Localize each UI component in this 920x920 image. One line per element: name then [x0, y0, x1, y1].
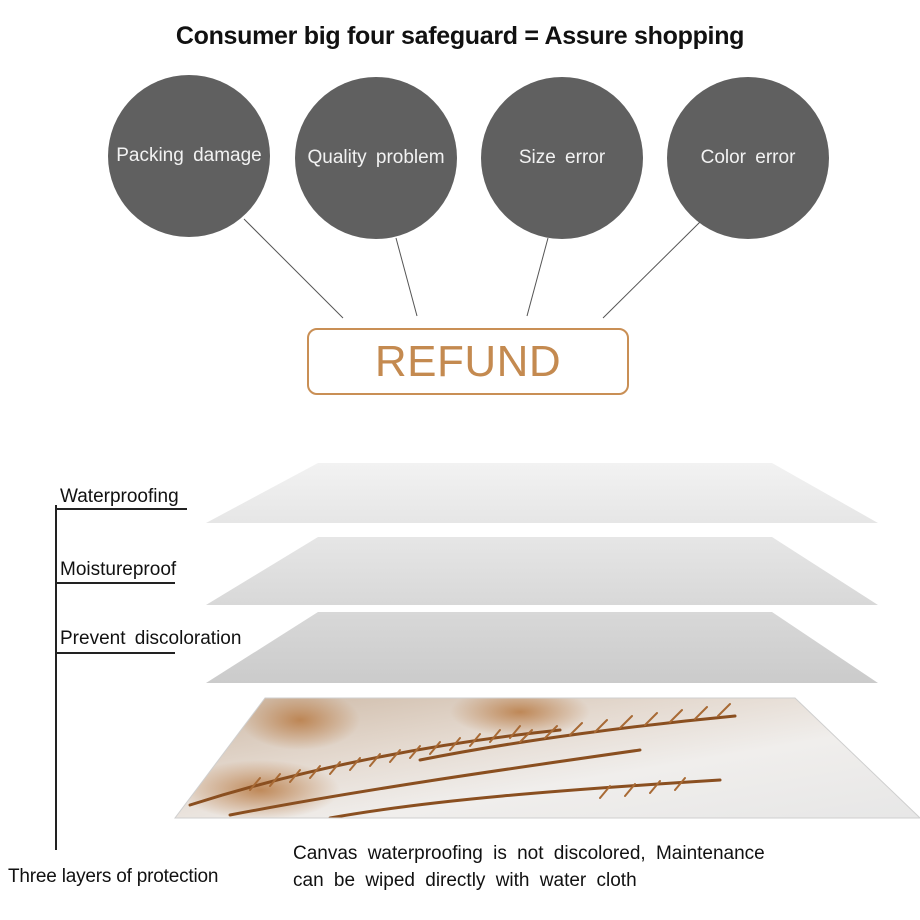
moistureproof-label: Moistureproof — [60, 559, 177, 580]
discoloration-underline — [57, 652, 175, 654]
color-error-label: Color error — [700, 147, 796, 168]
caption-line-2: can be wiped directly with water cloth — [293, 870, 637, 891]
page-title: Consumer big four safeguard = Assure sho… — [175, 22, 745, 50]
refund-label: REFUND — [374, 336, 562, 386]
discoloration-layer — [206, 612, 878, 683]
waterproofing-underline — [57, 508, 187, 510]
packing-damage-label: Packing damage — [116, 145, 262, 166]
packing-damage-circle: Packing damage — [108, 75, 270, 237]
caption-line-1: Canvas waterproofing is not discolored, … — [293, 843, 765, 864]
moistureproof-underline — [57, 582, 175, 584]
prevent-discoloration-label: Prevent discoloration — [60, 628, 242, 649]
canvas-caption: Canvas waterproofing is not discolored, … — [293, 840, 765, 894]
canvas-photo — [175, 698, 920, 818]
waterproofing-label: Waterproofing — [60, 486, 179, 507]
refund-box: REFUND — [307, 328, 629, 395]
quality-problem-label: Quality problem — [307, 147, 445, 168]
quality-problem-circle: Quality problem — [295, 77, 457, 239]
size-error-label: Size error — [518, 147, 606, 168]
three-layers-label: Three layers of protection — [8, 866, 219, 887]
moistureproof-layer — [206, 537, 878, 605]
waterproof-layer — [206, 463, 878, 523]
color-error-circle: Color error — [667, 77, 829, 239]
size-error-circle: Size error — [481, 77, 643, 239]
layers-bracket-line — [55, 505, 57, 850]
